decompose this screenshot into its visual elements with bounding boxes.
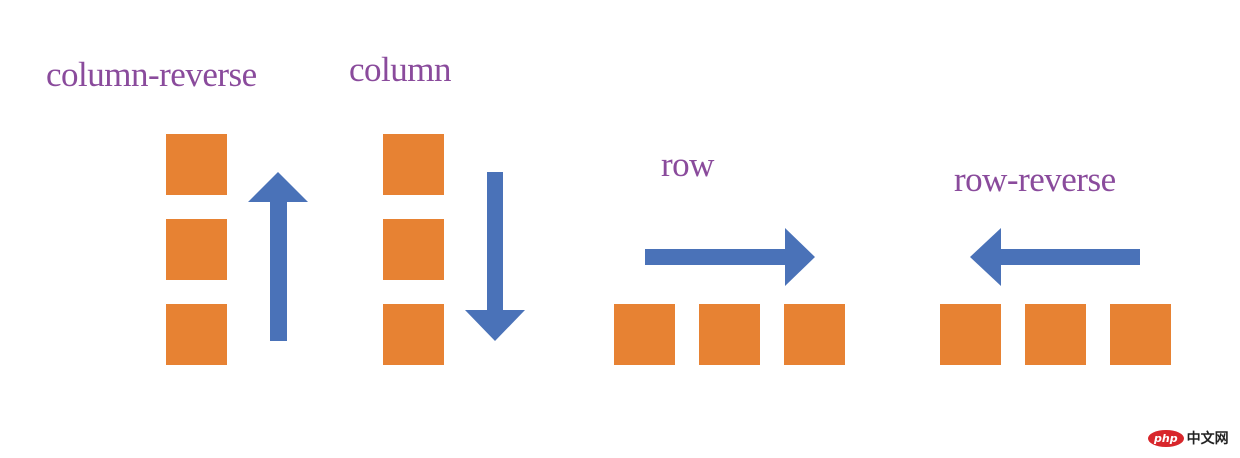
arrow-right-icon <box>645 228 815 286</box>
box-row-reverse-1 <box>940 304 1001 365</box>
label-column-reverse: column-reverse <box>46 55 257 94</box>
label-column: column <box>349 50 451 89</box>
box-row-1 <box>614 304 675 365</box>
box-column-reverse-1 <box>166 134 227 195</box>
php-logo: php <box>1148 429 1184 447</box>
box-column-3 <box>383 304 444 365</box>
box-column-reverse-3 <box>166 304 227 365</box>
arrow-down-icon <box>465 172 525 341</box>
label-row: row <box>661 145 714 184</box>
watermark-text: 中文网 <box>1186 431 1229 447</box>
box-row-reverse-2 <box>1025 304 1086 365</box>
box-column-1 <box>383 134 444 195</box>
box-column-reverse-2 <box>166 219 227 280</box>
arrow-up-icon <box>248 172 308 341</box>
box-column-2 <box>383 219 444 280</box>
box-row-3 <box>784 304 845 365</box>
box-row-2 <box>699 304 760 365</box>
label-row-reverse: row-reverse <box>954 160 1116 199</box>
watermark-logo: php 中文网 <box>1148 428 1229 448</box>
arrow-left-icon <box>970 228 1140 286</box>
box-row-reverse-3 <box>1110 304 1171 365</box>
